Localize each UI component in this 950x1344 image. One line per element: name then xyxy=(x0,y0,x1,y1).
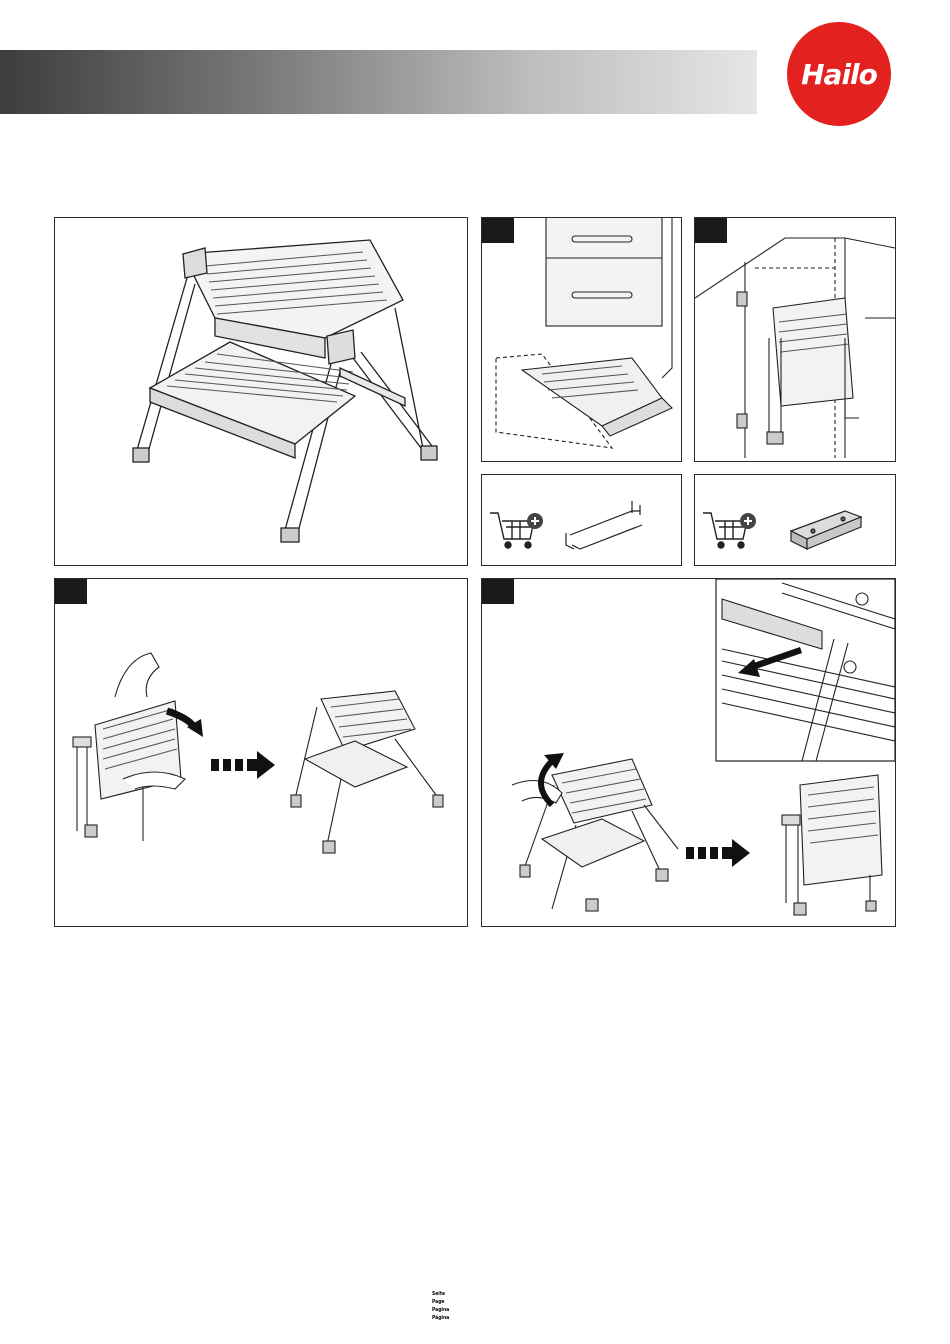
arrow-right-dashed-icon xyxy=(686,839,750,867)
page-number-labels: Seite Page Pagina Página xyxy=(432,1290,449,1322)
hailo-logo: Hailo xyxy=(787,22,891,126)
page-label-it: Pagina xyxy=(432,1306,449,1314)
mounting-bracket-icon xyxy=(791,511,861,549)
wire-holder-icon xyxy=(566,501,642,549)
detail-inset xyxy=(716,579,895,761)
accessory-1-illustration xyxy=(482,475,681,565)
ladder-illustration xyxy=(55,218,467,565)
cart-plus-icon xyxy=(490,513,543,548)
fold-illustration xyxy=(482,579,895,926)
arrow-right-dashed-icon xyxy=(211,751,275,779)
panel-drawer-install xyxy=(481,217,682,462)
logo-text: Hailo xyxy=(801,58,877,91)
page-label-en: Page xyxy=(432,1298,449,1306)
drawer-illustration xyxy=(482,218,681,461)
panel-cabinet-mount xyxy=(694,217,896,462)
page-label-es: Página xyxy=(432,1314,449,1322)
accessory-2-illustration xyxy=(695,475,895,565)
cart-plus-icon xyxy=(703,513,756,548)
unfold-illustration xyxy=(55,579,467,926)
panel-ladder-overview xyxy=(54,217,468,566)
panel-accessory-wire-holder xyxy=(481,474,682,566)
panel-accessory-bracket xyxy=(694,474,896,566)
header-gradient-bar xyxy=(0,50,757,114)
panel-fold-ladder xyxy=(481,578,896,927)
panel-unfold-ladder xyxy=(54,578,468,927)
page-label-de: Seite xyxy=(432,1290,449,1298)
cabinet-illustration xyxy=(695,218,895,461)
